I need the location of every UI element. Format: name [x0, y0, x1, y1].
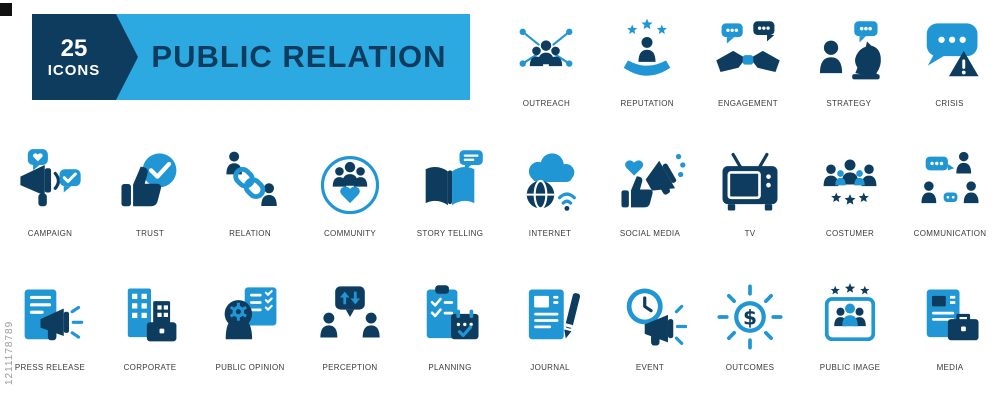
icon-item: CRISIS: [899, 16, 1000, 108]
icon-count-label: ICONS: [47, 61, 101, 79]
icon-label: INTERNET: [528, 229, 572, 238]
people-circle-heart-icon: [313, 146, 387, 220]
icon-label: PUBLIC IMAGE: [819, 363, 881, 372]
clock-megaphone-icon: [613, 280, 687, 354]
icon-item: MEDIA: [900, 280, 1000, 372]
icon-item: COSTUMER: [800, 146, 900, 238]
icon-item: EVENT: [600, 280, 700, 372]
icon-label: JOURNAL: [530, 363, 570, 372]
people-chain-link-icon: [213, 146, 287, 220]
icon-label: COSTUMER: [825, 229, 875, 238]
people-group-stars-icon: [813, 146, 887, 220]
icon-label: OUTCOMES: [725, 363, 775, 372]
icon-label: SOCIAL MEDIA: [619, 229, 681, 238]
head-gear-checklist-icon: [213, 280, 287, 354]
icon-item: COMMUNITY: [300, 146, 400, 238]
icon-item: RELATION: [200, 146, 300, 238]
television-icon: [713, 146, 787, 220]
icon-item: PLANNING: [400, 280, 500, 372]
icon-item: COMMUNICATION: [900, 146, 1000, 238]
icon-label: PLANNING: [428, 363, 472, 372]
icon-item: CAMPAIGN: [0, 146, 100, 238]
icon-item: TV: [700, 146, 800, 238]
newspaper-pen-icon: [513, 280, 587, 354]
open-book-bubble-icon: [413, 146, 487, 220]
title-banner: 25 ICONS PUBLIC RELATION: [32, 14, 470, 100]
icon-item: INTERNET: [500, 146, 600, 238]
handshake-bubbles-icon: [711, 16, 785, 90]
icon-label: OUTREACH: [522, 99, 571, 108]
thumbs-up-check-icon: [113, 146, 187, 220]
icon-label: REPUTATION: [620, 99, 674, 108]
icon-item: PRESS RELEASE: [0, 280, 100, 372]
megaphone-like-heart-icon: [613, 146, 687, 220]
icon-label: COMMUNICATION: [913, 229, 987, 238]
icon-label: PERCEPTION: [322, 363, 378, 372]
icon-label: PUBLIC OPINION: [215, 363, 285, 372]
megaphone-reactions-icon: [13, 146, 87, 220]
icon-item: JOURNAL: [500, 280, 600, 372]
checklist-calendar-icon: [413, 280, 487, 354]
icon-item: SOCIAL MEDIA: [600, 146, 700, 238]
people-chat-bubbles-icon: [913, 146, 987, 220]
icon-row-3: PRESS RELEASE CORPORATE PUBLIC OPINION P…: [0, 280, 1000, 372]
icon-label: STRATEGY: [826, 99, 872, 108]
globe-cloud-wifi-icon: [513, 146, 587, 220]
icon-item: CORPORATE: [100, 280, 200, 372]
icon-label: COMMUNITY: [323, 229, 377, 238]
people-network-icon: [509, 16, 583, 90]
page-title: PUBLIC RELATION: [151, 39, 447, 74]
icon-row-1: OUTREACH REPUTATION ENGAGEMENT STRATEGY C…: [496, 16, 1000, 108]
icon-row-2: CAMPAIGN TRUST RELATION COMMUNITY STORY T…: [0, 146, 1000, 238]
framed-people-stars-icon: [813, 280, 887, 354]
person-stars-hand-icon: [610, 16, 684, 90]
icon-item: STORY TELLING: [400, 146, 500, 238]
icon-item: PERCEPTION: [300, 280, 400, 372]
buildings-briefcase-icon: [113, 280, 187, 354]
icon-label: TRUST: [135, 229, 165, 238]
dollar-coin-burst-icon: $: [713, 280, 787, 354]
icon-item: PUBLIC OPINION: [200, 280, 300, 372]
icon-label: CAMPAIGN: [27, 229, 73, 238]
newspaper-megaphone-icon: [13, 280, 87, 354]
icon-label: STORY TELLING: [416, 229, 484, 238]
icon-item: REPUTATION: [597, 16, 698, 108]
icon-label: TV: [744, 229, 756, 238]
document-briefcase-icon: [913, 280, 987, 354]
people-arrows-bubble-icon: [313, 280, 387, 354]
svg-text:$: $: [743, 305, 757, 329]
icon-item: PUBLIC IMAGE: [800, 280, 900, 372]
icon-count-badge: 25 ICONS: [32, 14, 116, 100]
icon-label: EVENT: [635, 363, 665, 372]
icon-label: ENGAGEMENT: [718, 99, 778, 108]
icon-item: ENGAGEMENT: [698, 16, 799, 108]
icon-item: TRUST: [100, 146, 200, 238]
icon-label: CORPORATE: [123, 363, 177, 372]
icon-label: CRISIS: [935, 99, 964, 108]
warning-bubble-icon: [913, 16, 987, 90]
icon-item: STRATEGY: [798, 16, 899, 108]
icon-label: MEDIA: [936, 363, 964, 372]
icon-item: OUTREACH: [496, 16, 597, 108]
icon-label: PRESS RELEASE: [14, 363, 86, 372]
corner-mark: [0, 3, 12, 16]
icon-label: RELATION: [229, 229, 271, 238]
icon-count: 25: [60, 34, 88, 62]
icon-item: $ OUTCOMES: [700, 280, 800, 372]
badge-arrow-icon: [116, 14, 138, 100]
person-chess-knight-icon: [812, 16, 886, 90]
